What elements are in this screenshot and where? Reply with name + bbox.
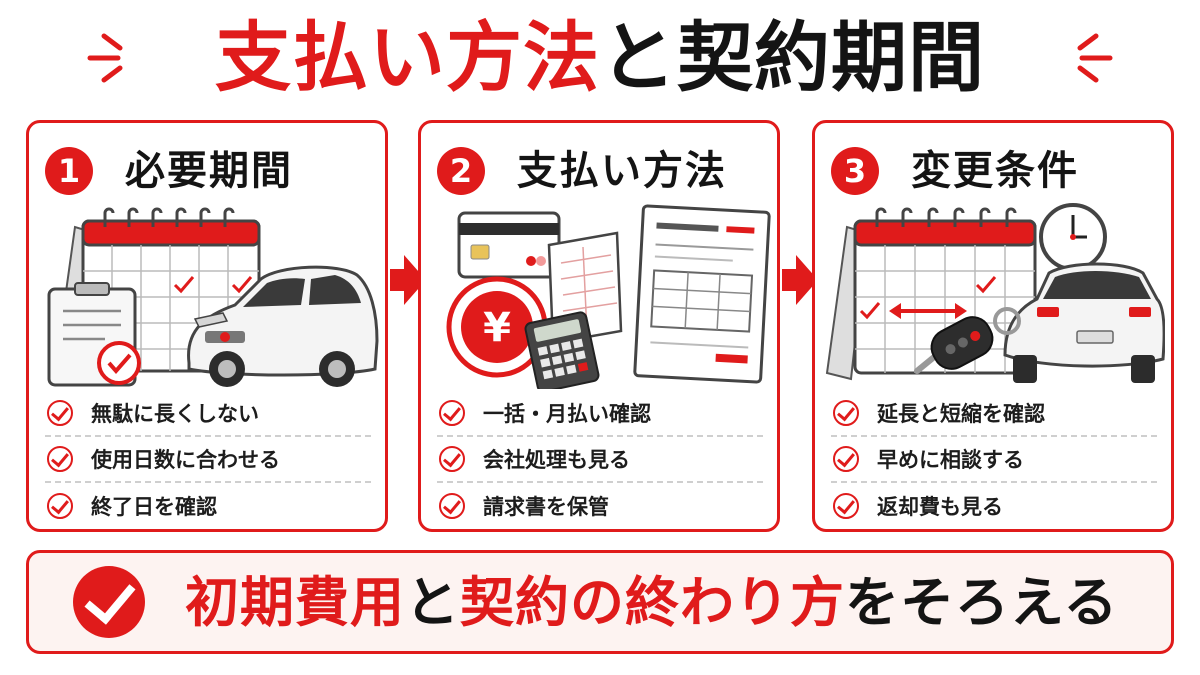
change-illustration (825, 203, 1165, 383)
step-number-badge: 3 (831, 147, 879, 195)
summary-text: 初期費用と契約の終わり方をそろえる (185, 565, 1118, 641)
list-item: 早めに相談する (831, 437, 1157, 483)
checklist: 延長と短縮を確認 早めに相談する 返却費も見る (831, 391, 1157, 529)
list-item-text: 請求書を保管 (483, 495, 609, 519)
list-item-text: 返却費も見る (877, 495, 1003, 519)
list-item: 延長と短縮を確認 (831, 391, 1157, 437)
summary-part-3: 契約の終わり方 (460, 571, 845, 634)
panel-title: 必要期間 (125, 148, 293, 194)
summary-part-1: 初期費用 (185, 571, 405, 634)
panel-change-conditions: 3 変更条件 (812, 120, 1174, 532)
check-badge-icon (73, 566, 145, 638)
car-icon (187, 265, 379, 387)
clock-icon (1039, 203, 1107, 271)
car-key-icon (914, 307, 1021, 374)
check-circle-icon (833, 446, 859, 472)
checklist: 無駄に長くしない 使用日数に合わせる 終了日を確認 (45, 391, 371, 529)
panel-payment-method: 2 支払い方法 ¥ (418, 120, 780, 532)
list-item-text: 会社処理も見る (483, 448, 630, 472)
summary-banner: 初期費用と契約の終わり方をそろえる (26, 550, 1174, 654)
yen-coin-icon: ¥ (446, 276, 548, 378)
svg-text:¥: ¥ (483, 305, 511, 351)
check-circle-icon (439, 493, 465, 519)
panel-title: 変更条件 (911, 148, 1079, 194)
check-circle-icon (439, 400, 465, 426)
list-item-text: 無駄に長くしない (91, 402, 259, 426)
list-item: 終了日を確認 (45, 483, 371, 529)
header: 支払い方法と契約期間 (0, 0, 1200, 112)
title-part-2: と (600, 13, 677, 102)
check-circle-icon (439, 446, 465, 472)
list-item: 返却費も見る (831, 483, 1157, 529)
step-number-badge: 1 (45, 147, 93, 195)
check-circle-icon (833, 493, 859, 519)
check-circle-icon (47, 493, 73, 519)
checklist: 一括・月払い確認 会社処理も見る 請求書を保管 (437, 391, 763, 529)
panel-required-period: 1 必要期間 (26, 120, 388, 532)
list-item: 請求書を保管 (437, 483, 763, 529)
page-title: 支払い方法と契約期間 (0, 12, 1200, 104)
check-circle-icon (833, 400, 859, 426)
emphasis-burst-icon (87, 33, 123, 83)
list-item-text: 延長と短縮を確認 (877, 402, 1045, 426)
list-item-text: 早めに相談する (877, 448, 1024, 472)
list-item: 一括・月払い確認 (437, 391, 763, 437)
list-item-text: 終了日を確認 (91, 495, 217, 519)
title-part-3: 契約期間 (677, 13, 985, 102)
calculator-icon (524, 311, 600, 389)
list-item: 会社処理も見る (437, 437, 763, 483)
car-icon (1003, 262, 1165, 383)
payment-illustration: ¥ (446, 204, 771, 389)
emphasis-burst-icon (1077, 33, 1113, 83)
title-part-1: 支払い方法 (215, 13, 600, 102)
invoice-icon (633, 204, 771, 384)
check-circle-icon (47, 400, 73, 426)
period-illustration (47, 207, 379, 387)
arrow-right-icon (390, 255, 426, 305)
list-item-text: 使用日数に合わせる (91, 448, 280, 472)
list-item-text: 一括・月払い確認 (483, 402, 651, 426)
check-circle-icon (47, 446, 73, 472)
summary-part-4: をそろえる (845, 571, 1119, 634)
arrow-right-icon (782, 255, 818, 305)
list-item: 使用日数に合わせる (45, 437, 371, 483)
panel-header: 3 変更条件 (815, 141, 1171, 201)
panel-header: 1 必要期間 (29, 141, 385, 201)
summary-part-2: と (405, 571, 460, 634)
credit-card-icon (457, 211, 561, 279)
clipboard-icon (47, 282, 141, 387)
panel-header: 2 支払い方法 (421, 141, 777, 201)
list-item: 無駄に長くしない (45, 391, 371, 437)
panel-title: 支払い方法 (517, 148, 727, 194)
step-number-badge: 2 (437, 147, 485, 195)
